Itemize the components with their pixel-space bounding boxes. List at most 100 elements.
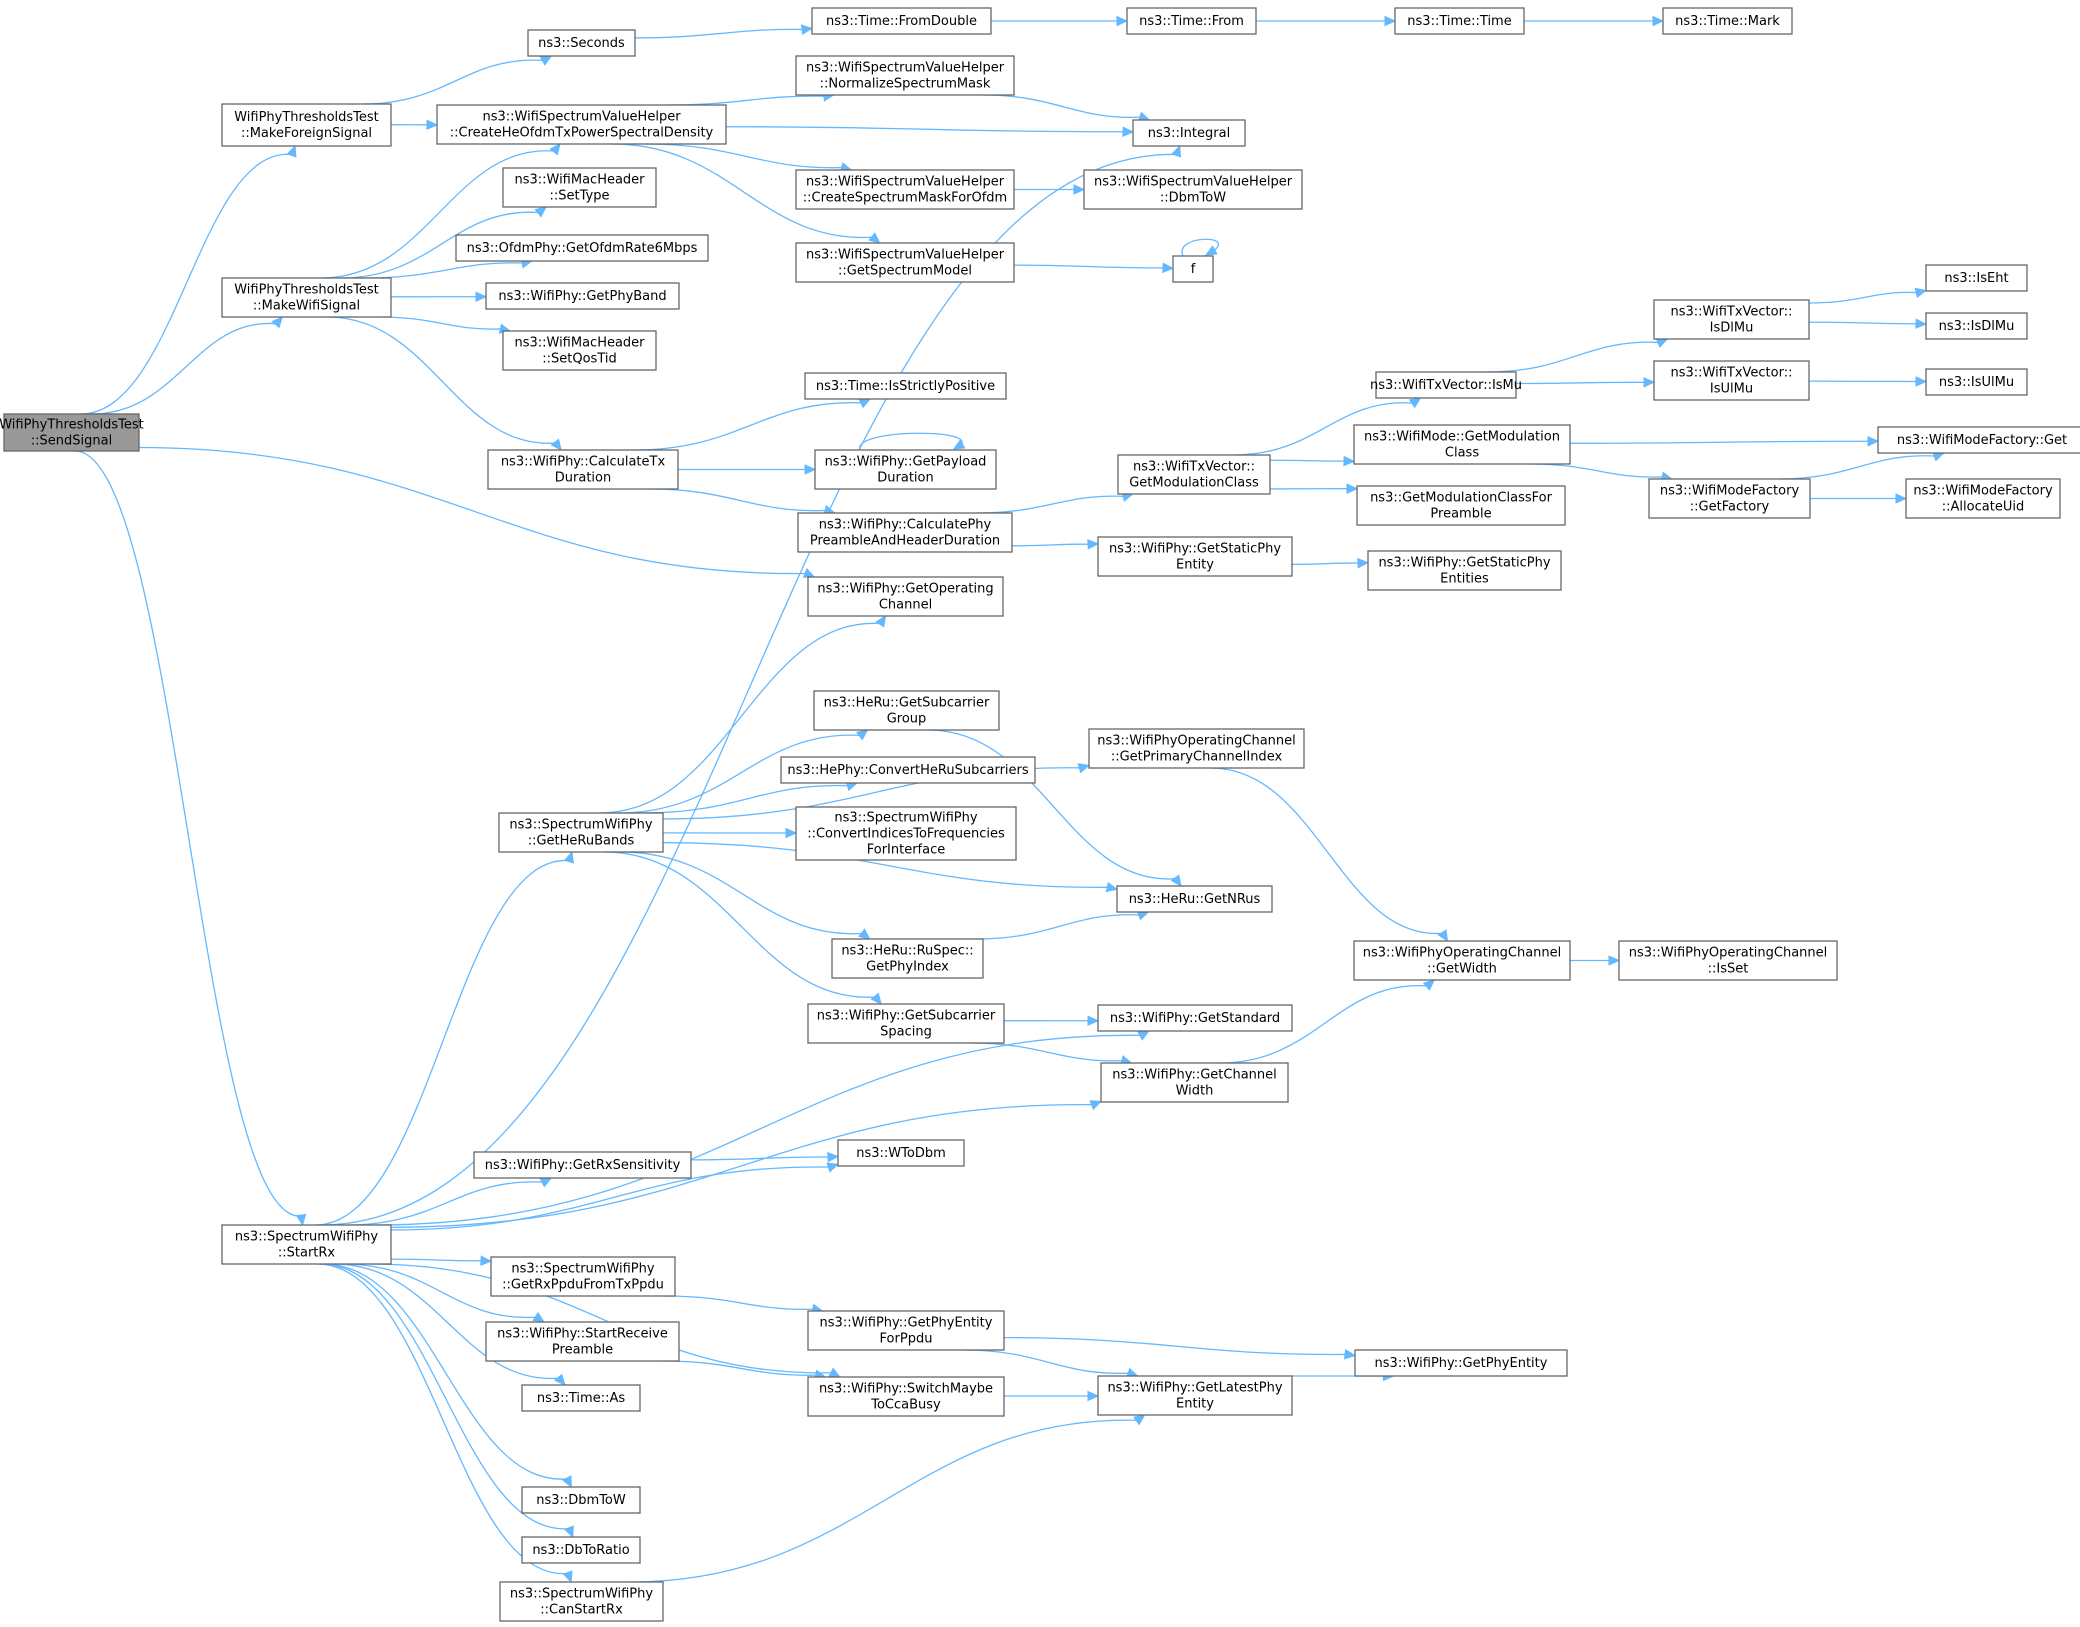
node-label: ns3::WifiPhy::GetRxSensitivity — [485, 1158, 681, 1173]
node-isulmu[interactable]: ns3::WifiTxVector::IsUlMu — [1653, 360, 1810, 401]
edge-ghrb-to-gpi — [619, 851, 871, 940]
node-label: Group — [887, 712, 927, 727]
node-cph[interactable]: ns3::WifiPhy::CalculatePhyPreambleAndHea… — [797, 512, 1013, 553]
node-tsp[interactable]: ns3::Time::IsStrictlyPositive — [804, 372, 1007, 400]
node-tf[interactable]: ns3::Time::From — [1126, 7, 1257, 35]
node-wtd[interactable]: ns3::WToDbm — [837, 1139, 965, 1167]
node-che[interactable]: ns3::WifiSpectrumValueHelper::CreateHeOf… — [436, 104, 727, 145]
node-box — [3, 413, 140, 452]
node-ofdm[interactable]: ns3::OfdmPhy::GetOfdmRate6Mbps — [455, 234, 709, 262]
edge-wmgmc-to-wmfget — [1569, 436, 1880, 447]
edge-mws-to-sqt — [378, 316, 512, 334]
node-mst[interactable]: ns3::WifiMacHeader::SetType — [502, 167, 657, 208]
node-box — [1367, 550, 1562, 591]
node-label: ns3::SpectrumWifiPhy — [235, 1230, 378, 1245]
edge-root-to-srx — [74, 450, 307, 1227]
node-label: Class — [1445, 446, 1479, 461]
node-label: ns3::WifiPhyOperatingChannel — [1097, 734, 1296, 749]
node-label: ns3::SpectrumWifiPhy — [509, 818, 652, 833]
node-ocgw[interactable]: ns3::WifiPhyOperatingChannel::GetWidth — [1353, 940, 1571, 981]
node-gpci[interactable]: ns3::WifiPhyOperatingChannel::GetPrimary… — [1088, 728, 1305, 769]
node-mfs[interactable]: WifiPhyThresholdsTest::MakeForeignSignal — [221, 103, 392, 147]
node-dbw[interactable]: ns3::WifiSpectrumValueHelper::DbmToW — [1083, 169, 1303, 210]
node-label: ns3::DbToRatio — [532, 1543, 629, 1558]
node-root[interactable]: WifiPhyThresholdsTest::SendSignal — [0, 413, 144, 452]
node-dtr[interactable]: ns3::DbToRatio — [521, 1536, 641, 1564]
node-grs[interactable]: ns3::WifiPhy::GetRxSensitivity — [473, 1151, 692, 1179]
node-box — [1097, 1375, 1293, 1416]
node-ismu[interactable]: ns3::WifiTxVector::IsMu — [1370, 371, 1522, 399]
node-grpf[interactable]: ns3::SpectrumWifiPhy::GetRxPpduFromTxPpd… — [490, 1256, 676, 1297]
node-cso[interactable]: ns3::WifiSpectrumValueHelper::CreateSpec… — [795, 169, 1015, 210]
node-gnrus[interactable]: ns3::HeRu::GetNRus — [1116, 885, 1273, 913]
node-f[interactable]: f — [1172, 255, 1214, 283]
node-gpb[interactable]: ns3::WifiPhy::GetPhyBand — [485, 282, 680, 310]
node-gstd[interactable]: ns3::WifiPhy::GetStandard — [1097, 1004, 1293, 1032]
node-box — [831, 938, 984, 979]
node-label: Duration — [555, 471, 611, 486]
node-label: ns3::Time::Time — [1407, 14, 1511, 29]
node-layer: WifiPhyThresholdsTest::SendSignal WifiPhy… — [0, 7, 2080, 1622]
node-ghrb[interactable]: ns3::SpectrumWifiPhy::GetHeRuBands — [498, 812, 664, 853]
node-wmfau[interactable]: ns3::WifiModeFactory::AllocateUid — [1905, 478, 2061, 519]
node-nsm[interactable]: ns3::WifiSpectrumValueHelper::NormalizeS… — [795, 55, 1015, 96]
node-isdl[interactable]: ns3::IsDlMu — [1925, 312, 2028, 340]
node-label: WifiPhyThresholdsTest — [234, 283, 379, 298]
node-gpe[interactable]: ns3::WifiPhy::GetPhyEntity — [1354, 1349, 1568, 1377]
node-tm[interactable]: ns3::Time::Mark — [1662, 7, 1793, 35]
node-gmc[interactable]: ns3::WifiTxVector::GetModulationClass — [1117, 454, 1271, 495]
node-wmfgf[interactable]: ns3::WifiModeFactory::GetFactory — [1648, 478, 1811, 519]
node-chrs[interactable]: ns3::HePhy::ConvertHeRuSubcarriers — [780, 756, 1036, 784]
node-box — [1353, 940, 1571, 981]
node-box — [485, 1321, 680, 1362]
node-sec[interactable]: ns3::Seconds — [527, 29, 636, 57]
edge-cph-to-gmc — [976, 491, 1134, 514]
node-box — [436, 104, 727, 145]
node-iseht[interactable]: ns3::IsEht — [1925, 264, 2028, 292]
node-box — [837, 1139, 965, 1167]
node-int[interactable]: ns3::Integral — [1132, 119, 1246, 147]
node-srx[interactable]: ns3::SpectrumWifiPhy::StartRx — [221, 1224, 392, 1265]
node-gpi[interactable]: ns3::HeRu::RuSpec::GetPhyIndex — [831, 938, 984, 979]
node-sqt[interactable]: ns3::WifiMacHeader::SetQosTid — [502, 330, 657, 371]
node-tt[interactable]: ns3::Time::Time — [1394, 7, 1525, 35]
node-label: ::StartRx — [278, 1246, 336, 1261]
node-wmfget[interactable]: ns3::WifiModeFactory::Get — [1877, 426, 2080, 454]
edge-csr-to-glpe — [630, 1414, 1146, 1583]
node-csr[interactable]: ns3::SpectrumWifiPhy::CanStartRx — [499, 1581, 664, 1622]
node-gsm[interactable]: ns3::WifiSpectrumValueHelper::GetSpectru… — [795, 242, 1015, 283]
node-ocis[interactable]: ns3::WifiPhyOperatingChannel::IsSet — [1618, 940, 1838, 981]
node-citf[interactable]: ns3::SpectrumWifiPhy::ConvertIndicesToFr… — [795, 806, 1017, 861]
node-tas[interactable]: ns3::Time::As — [521, 1384, 641, 1412]
edge-cph-to-gspe — [1011, 539, 1100, 550]
node-label: Duration — [877, 471, 933, 486]
node-box — [1088, 728, 1305, 769]
node-dtw[interactable]: ns3::DbmToW — [521, 1486, 641, 1514]
edge-ghrb-to-hgsg — [618, 729, 869, 814]
edge-cso-to-dbw — [1013, 184, 1086, 195]
node-box — [1353, 424, 1571, 465]
node-label: GetPhyIndex — [866, 960, 949, 975]
node-box — [221, 277, 392, 318]
edge-ghrb-to-gnrus — [662, 842, 1119, 893]
node-isul[interactable]: ns3::IsUlMu — [1925, 368, 2028, 396]
node-isdlmu[interactable]: ns3::WifiTxVector::IsDlMu — [1653, 299, 1810, 340]
node-wmgmc[interactable]: ns3::WifiMode::GetModulationClass — [1353, 424, 1571, 465]
node-tfd[interactable]: ns3::Time::FromDouble — [811, 7, 992, 35]
node-mws[interactable]: WifiPhyThresholdsTest::MakeWifiSignal — [221, 277, 392, 318]
